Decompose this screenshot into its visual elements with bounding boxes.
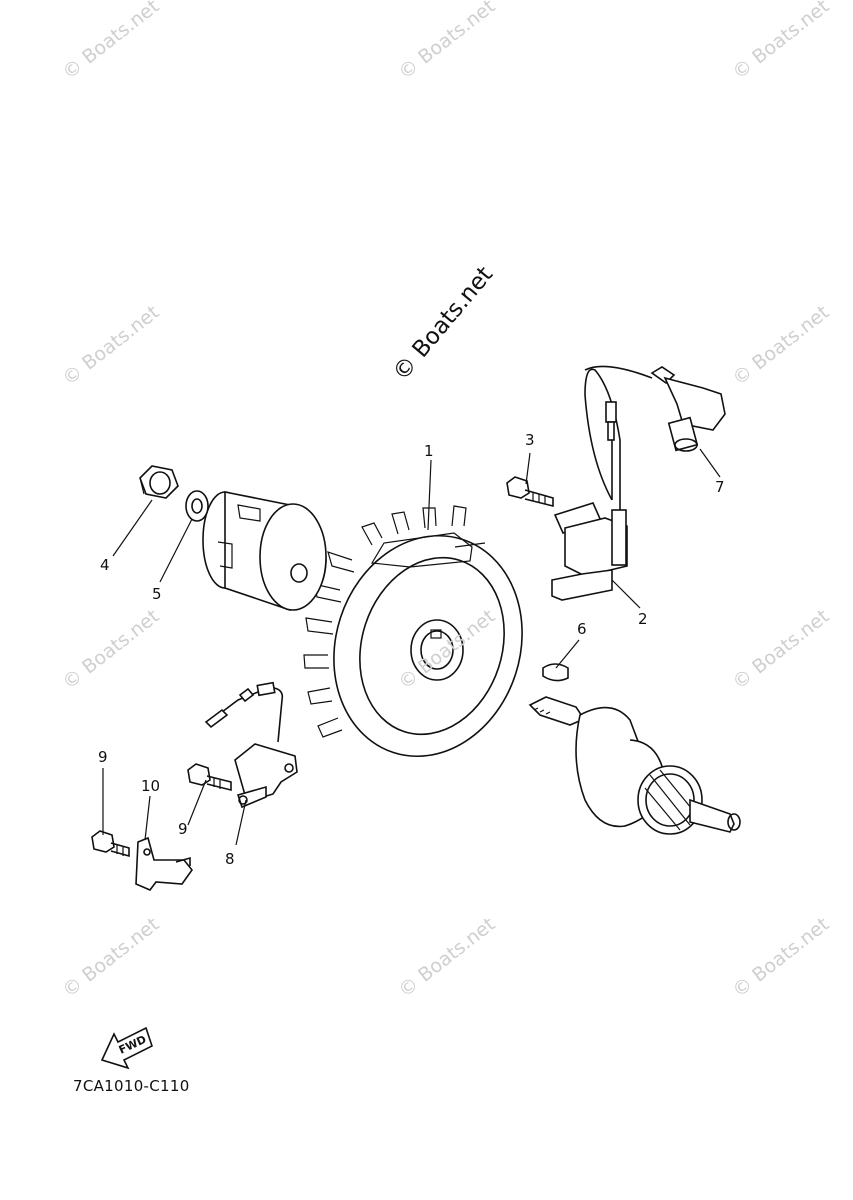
bolt-9-a[interactable] xyxy=(187,763,232,792)
callout-4: 4 xyxy=(100,556,110,574)
woodruff-key[interactable] xyxy=(542,663,569,682)
callout-3: 3 xyxy=(525,431,535,449)
diagram-code: 7CA1010-C110 xyxy=(73,1077,190,1095)
flywheel[interactable] xyxy=(303,505,550,781)
washer[interactable] xyxy=(185,490,209,522)
bracket[interactable] xyxy=(135,836,194,891)
callout-5: 5 xyxy=(152,585,162,603)
callout-9-top: 9 xyxy=(98,748,108,766)
callout-7: 7 xyxy=(715,478,725,496)
callout-6: 6 xyxy=(577,620,587,638)
callout-9-mid: 9 xyxy=(178,820,188,838)
callout-8: 8 xyxy=(225,850,235,868)
crankshaft[interactable] xyxy=(528,696,741,835)
rotor-cup[interactable] xyxy=(202,491,327,611)
fwd-arrow-icon: FWD xyxy=(100,1026,153,1070)
nut[interactable] xyxy=(139,465,179,499)
ignition-coil[interactable] xyxy=(551,365,653,601)
bolt-3[interactable] xyxy=(506,476,554,508)
pulser-coil[interactable] xyxy=(204,681,298,809)
callout-1: 1 xyxy=(424,442,434,460)
leader-lines xyxy=(102,448,721,846)
callout-10: 10 xyxy=(141,777,161,795)
bolt-9-b[interactable] xyxy=(91,830,130,858)
plug-cap[interactable] xyxy=(650,366,726,452)
callout-2: 2 xyxy=(638,610,648,628)
